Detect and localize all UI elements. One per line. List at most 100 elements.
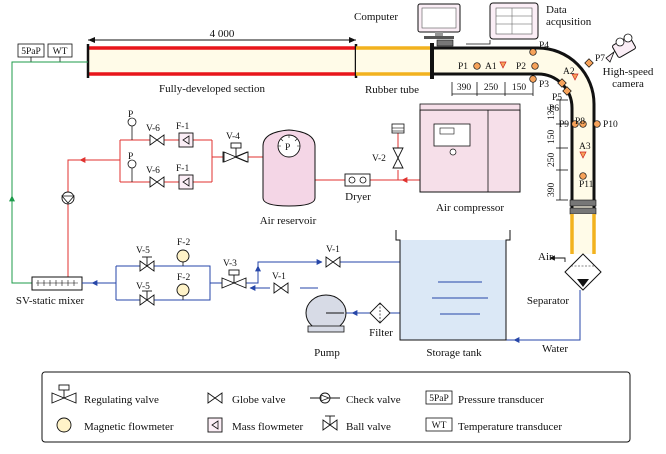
static-mixer-label: SV-static mixer: [16, 295, 85, 307]
filter: Filter: [369, 302, 393, 339]
air-outlet-label: Air: [538, 251, 553, 263]
svg-text:P4: P4: [539, 41, 549, 51]
svg-text:P8: P8: [575, 117, 585, 127]
svg-text:P6: P6: [549, 104, 559, 114]
svg-text:P10: P10: [603, 120, 618, 130]
sensor-p2: P2: [516, 62, 539, 72]
sensor-p5: P5: [552, 78, 567, 103]
svg-text:P: P: [128, 110, 133, 120]
filter-label: Filter: [369, 327, 393, 339]
rubber-tube: Rubber tube: [356, 46, 432, 96]
static-mixer: SV-static mixer: [16, 276, 85, 307]
ball-valve-v5-bottom: V-5: [136, 282, 155, 306]
svg-text:P5: P5: [552, 93, 562, 103]
svg-text:150: 150: [512, 83, 527, 93]
air-compressor-label: Air compressor: [436, 202, 504, 214]
separator-label: Separator: [527, 295, 569, 307]
outlet-tube: [570, 214, 596, 254]
svg-text:F-1: F-1: [176, 164, 189, 174]
svg-text:V-6: V-6: [146, 124, 160, 134]
legend-pressure-transducer: 5PaP Pressure transducer: [425, 390, 544, 406]
sensor-p6: P6: [549, 86, 572, 114]
svg-text:P: P: [128, 152, 133, 162]
water-label: Water: [542, 343, 568, 355]
svg-text:Mass flowmeter: Mass flowmeter: [232, 421, 304, 433]
length-label: 4 000: [210, 28, 235, 40]
ball-valve-v5-top: V-5: [136, 246, 155, 272]
rubber-tube-label: Rubber tube: [365, 84, 419, 96]
sensor-p1: P1: [458, 62, 481, 72]
sensor-p8: P8: [575, 117, 587, 128]
fully-developed-label: Fully-developed section: [159, 83, 266, 95]
svg-text:P9: P9: [559, 120, 569, 130]
temperature-transducer-box: WT: [47, 43, 73, 58]
legend: Regulating valve Globe valve Check valve…: [41, 371, 631, 443]
legend-mass-flowmeter: Mass flowmeter: [207, 417, 304, 433]
svg-text:P11: P11: [579, 180, 594, 190]
svg-text:390: 390: [547, 183, 557, 198]
air-compressor: Air compressor: [419, 103, 521, 214]
magnetic-flowmeter-f2-top: F-2: [176, 238, 190, 266]
svg-text:V-5: V-5: [136, 246, 150, 256]
svg-text:A2: A2: [563, 67, 575, 77]
air-reservoir-label: Air reservoir: [260, 215, 317, 227]
svg-text:P3: P3: [539, 80, 549, 90]
svg-text:5PaP: 5PaP: [429, 394, 449, 404]
computer-label: Computer: [354, 11, 398, 23]
pump: Pump: [305, 294, 347, 359]
svg-text:P7: P7: [595, 54, 605, 64]
separator: Separator: [527, 253, 602, 307]
svg-text:250: 250: [484, 83, 499, 93]
svg-text:Pressure transducer: Pressure transducer: [458, 394, 544, 406]
sensor-a1: A1: [485, 61, 507, 72]
svg-text:A1: A1: [485, 62, 497, 72]
mass-flowmeter-f1-bottom: F-1: [176, 164, 194, 190]
svg-text:V-2: V-2: [372, 154, 386, 164]
svg-text:135: 135: [547, 106, 557, 121]
dimension-vertical: [556, 99, 568, 201]
sensor-p7: P7: [584, 54, 605, 68]
air-reservoir: P Air reservoir: [260, 129, 317, 227]
globe-valve-v1-top: V-1: [325, 245, 341, 268]
legend-globe-valve: Globe valve: [207, 392, 286, 406]
sensor-p4: P4: [529, 41, 549, 56]
legend-temperature-transducer: WT Temperature transducer: [425, 417, 562, 433]
svg-text:F-2: F-2: [177, 273, 190, 283]
fully-developed-section: Fully-developed section: [86, 44, 358, 95]
svg-text:5PaP: 5PaP: [21, 47, 41, 57]
svg-text:V-1: V-1: [326, 245, 340, 255]
check-valve: [61, 191, 75, 205]
legend-ball-valve: Ball valve: [322, 415, 391, 433]
svg-text:V-4: V-4: [226, 132, 240, 142]
svg-text:WT: WT: [432, 421, 447, 431]
svg-text:150: 150: [547, 130, 557, 145]
computer-icon: Computer: [354, 3, 461, 39]
globe-valve-v6-bottom: V-6: [146, 166, 165, 188]
mass-flowmeter-f1-top: F-1: [176, 122, 194, 148]
svg-text:P2: P2: [516, 62, 526, 72]
regulating-valve-v4: V-4: [222, 132, 249, 163]
mixture-line: [9, 61, 88, 284]
svg-text:Regulating valve: Regulating valve: [84, 394, 159, 406]
globe-valve-v6-top: V-6: [146, 124, 165, 146]
globe-valve-v1-bottom: V-1: [272, 272, 289, 294]
legend-magnetic-flowmeter: Magnetic flowmeter: [56, 417, 174, 433]
pump-label: Pump: [314, 347, 340, 359]
dimension-horizontal: [451, 82, 534, 96]
svg-text:V-3: V-3: [223, 259, 237, 269]
regulating-valve-v3: V-3: [221, 259, 247, 289]
svg-text:V-1: V-1: [272, 272, 286, 282]
pressure-gauge-bottom: P: [127, 152, 137, 182]
svg-text:Magnetic flowmeter: Magnetic flowmeter: [84, 421, 174, 433]
svg-text:V-5: V-5: [136, 282, 150, 292]
svg-text:F-1: F-1: [176, 122, 189, 132]
pressure-transducer-box: 5PaP: [17, 43, 45, 58]
legend-regulating-valve: Regulating valve: [51, 384, 159, 406]
svg-text:390: 390: [457, 83, 472, 93]
svg-text:Check valve: Check valve: [346, 394, 401, 406]
